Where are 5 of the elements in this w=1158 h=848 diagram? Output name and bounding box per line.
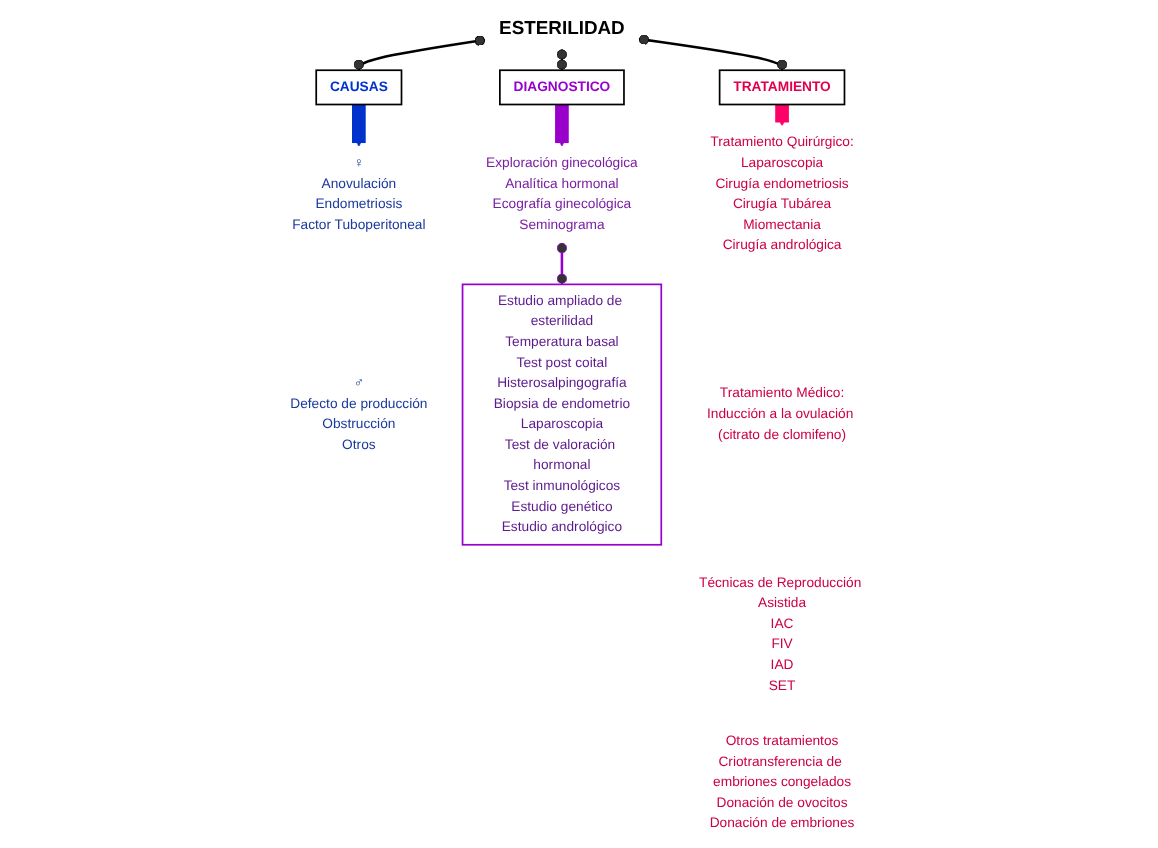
connector bbox=[638, 34, 788, 71]
connector bbox=[556, 48, 568, 71]
connector bbox=[556, 242, 568, 285]
node-text: ESTERILIDAD bbox=[499, 17, 625, 39]
connector bbox=[353, 35, 486, 71]
